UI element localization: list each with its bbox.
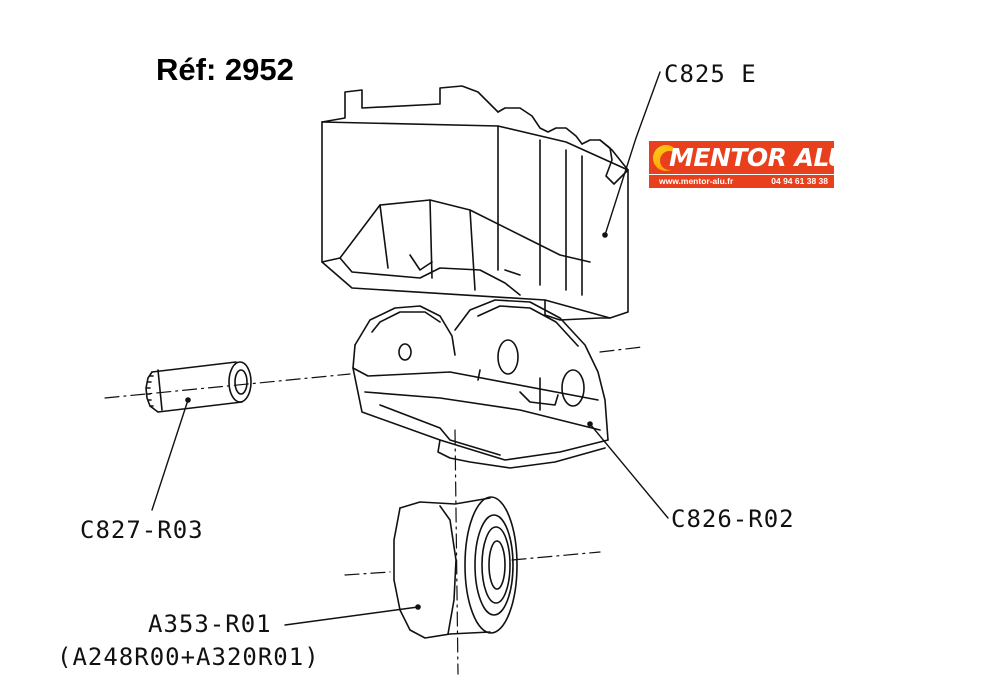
leader-dots [185,232,608,610]
mentor-alu-logo: MENTOR ALU www.mentor-alu.fr 04 94 61 38… [649,141,834,188]
part-label-c826r02: C826-R02 [671,505,795,533]
reference-title: Réf: 2952 [156,52,294,87]
logo-phone: 04 94 61 38 38 [771,176,828,186]
part-c827r03-drawing [145,361,252,413]
part-label-c827r03: C827-R03 [80,516,204,544]
leader-lines [151,71,669,626]
part-a353r01-drawing [393,496,518,639]
logo-name: MENTOR ALU [669,143,834,172]
logo-website: www.mentor-alu.fr [659,176,734,186]
part-sublabel-a353r01: (A248R00+A320R01) [57,643,320,671]
part-c825e-drawing [321,85,629,321]
logo-swoosh-icon [653,145,679,171]
part-c826r02-drawing [352,299,609,469]
part-label-a353r01: A353-R01 [148,610,272,638]
part-label-c825e: C825 E [664,60,757,88]
